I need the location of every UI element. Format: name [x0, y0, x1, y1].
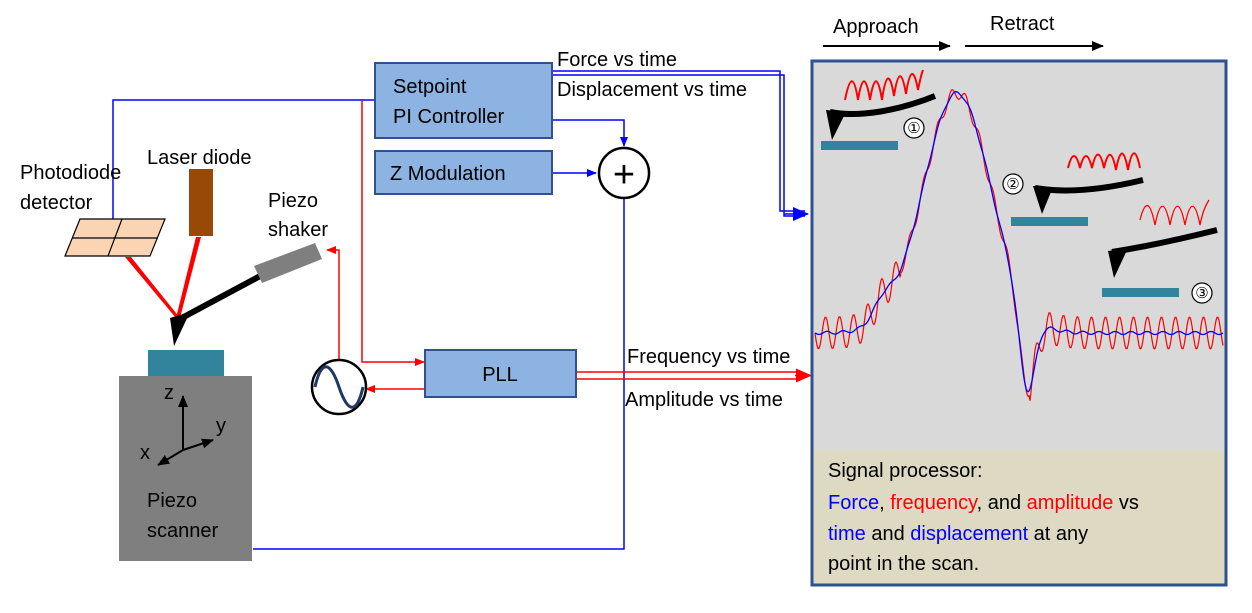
processor-line-2: Force, frequency, and amplitude vs	[828, 492, 1139, 514]
force-vs-time-label: Force vs time	[557, 49, 677, 71]
signal-processor-text: Signal processor: Force, frequency, and …	[828, 460, 1139, 575]
red-wiring	[326, 100, 425, 393]
axis-x-label: x	[140, 442, 150, 464]
plus-icon: +	[613, 154, 635, 196]
piezo-shaker	[254, 243, 322, 283]
piezo-shaker-label-line2: shaker	[268, 219, 328, 241]
pll-block: PLL	[424, 349, 577, 398]
force-displacement-bus	[553, 70, 809, 221]
sample	[148, 350, 224, 376]
axis-y-label: y	[216, 415, 226, 437]
setpoint-pi-controller-block: Setpoint PI Controller	[374, 62, 553, 139]
piezo-scanner: z y x Piezo scanner	[119, 350, 252, 561]
oscillation-3	[1139, 199, 1210, 226]
oscillation-1	[844, 69, 924, 101]
processor-line-4: point in the scan.	[828, 553, 979, 575]
frequency-word: frequency	[890, 492, 978, 514]
oscillation-2	[1067, 152, 1141, 171]
approach-label: Approach	[833, 16, 919, 38]
processor-title: Signal processor:	[828, 460, 983, 482]
summing-junction: +	[597, 146, 651, 200]
time-word: time	[828, 523, 866, 545]
blue-wiring	[112, 99, 628, 550]
step-1-marker: ①	[907, 120, 920, 137]
laser-diode	[189, 169, 213, 236]
photodiode-detector	[64, 218, 166, 257]
frequency-vs-time-label: Frequency vs time	[627, 346, 790, 368]
photodiode-label-line2: detector	[20, 192, 93, 214]
force-word: Force	[828, 492, 879, 514]
cantilever	[170, 272, 264, 346]
retract-label: Retract	[990, 13, 1055, 35]
laser-diode-label: Laser diode	[147, 147, 252, 169]
piezo-shaker-label-line1: Piezo	[268, 190, 318, 212]
amplitude-vs-time-label: Amplitude vs time	[625, 389, 783, 411]
cantilever-inset-2: ②	[1002, 152, 1144, 226]
z-modulation-label: Z Modulation	[390, 163, 506, 185]
cantilever-inset-3: ③	[1102, 199, 1218, 304]
scanner-label-line2: scanner	[147, 520, 218, 542]
scanner-label-line1: Piezo	[147, 490, 197, 512]
displacement-vs-time-label: Displacement vs time	[557, 79, 747, 101]
pi-controller-label: PI Controller	[393, 106, 504, 128]
step-3-marker: ③	[1195, 285, 1208, 302]
setpoint-label: Setpoint	[393, 76, 467, 98]
laser-beams	[125, 237, 201, 318]
processor-line-3: time and displacement at any	[828, 523, 1088, 545]
axis-z-label: z	[164, 382, 174, 404]
cantilever-inset-1: ①	[821, 69, 937, 150]
frequency-amplitude-bus	[577, 368, 812, 383]
xyz-axes-icon	[157, 395, 214, 466]
photodiode-label-line1: Photodiode	[20, 162, 121, 184]
amplitude-word: amplitude	[1027, 492, 1114, 514]
z-modulation-block: Z Modulation	[374, 150, 553, 195]
oscillator-icon	[310, 358, 368, 416]
force-trace	[814, 91, 1224, 393]
displacement-word: displacement	[910, 523, 1028, 545]
pll-label: PLL	[482, 364, 518, 386]
step-2-marker: ②	[1006, 176, 1019, 193]
